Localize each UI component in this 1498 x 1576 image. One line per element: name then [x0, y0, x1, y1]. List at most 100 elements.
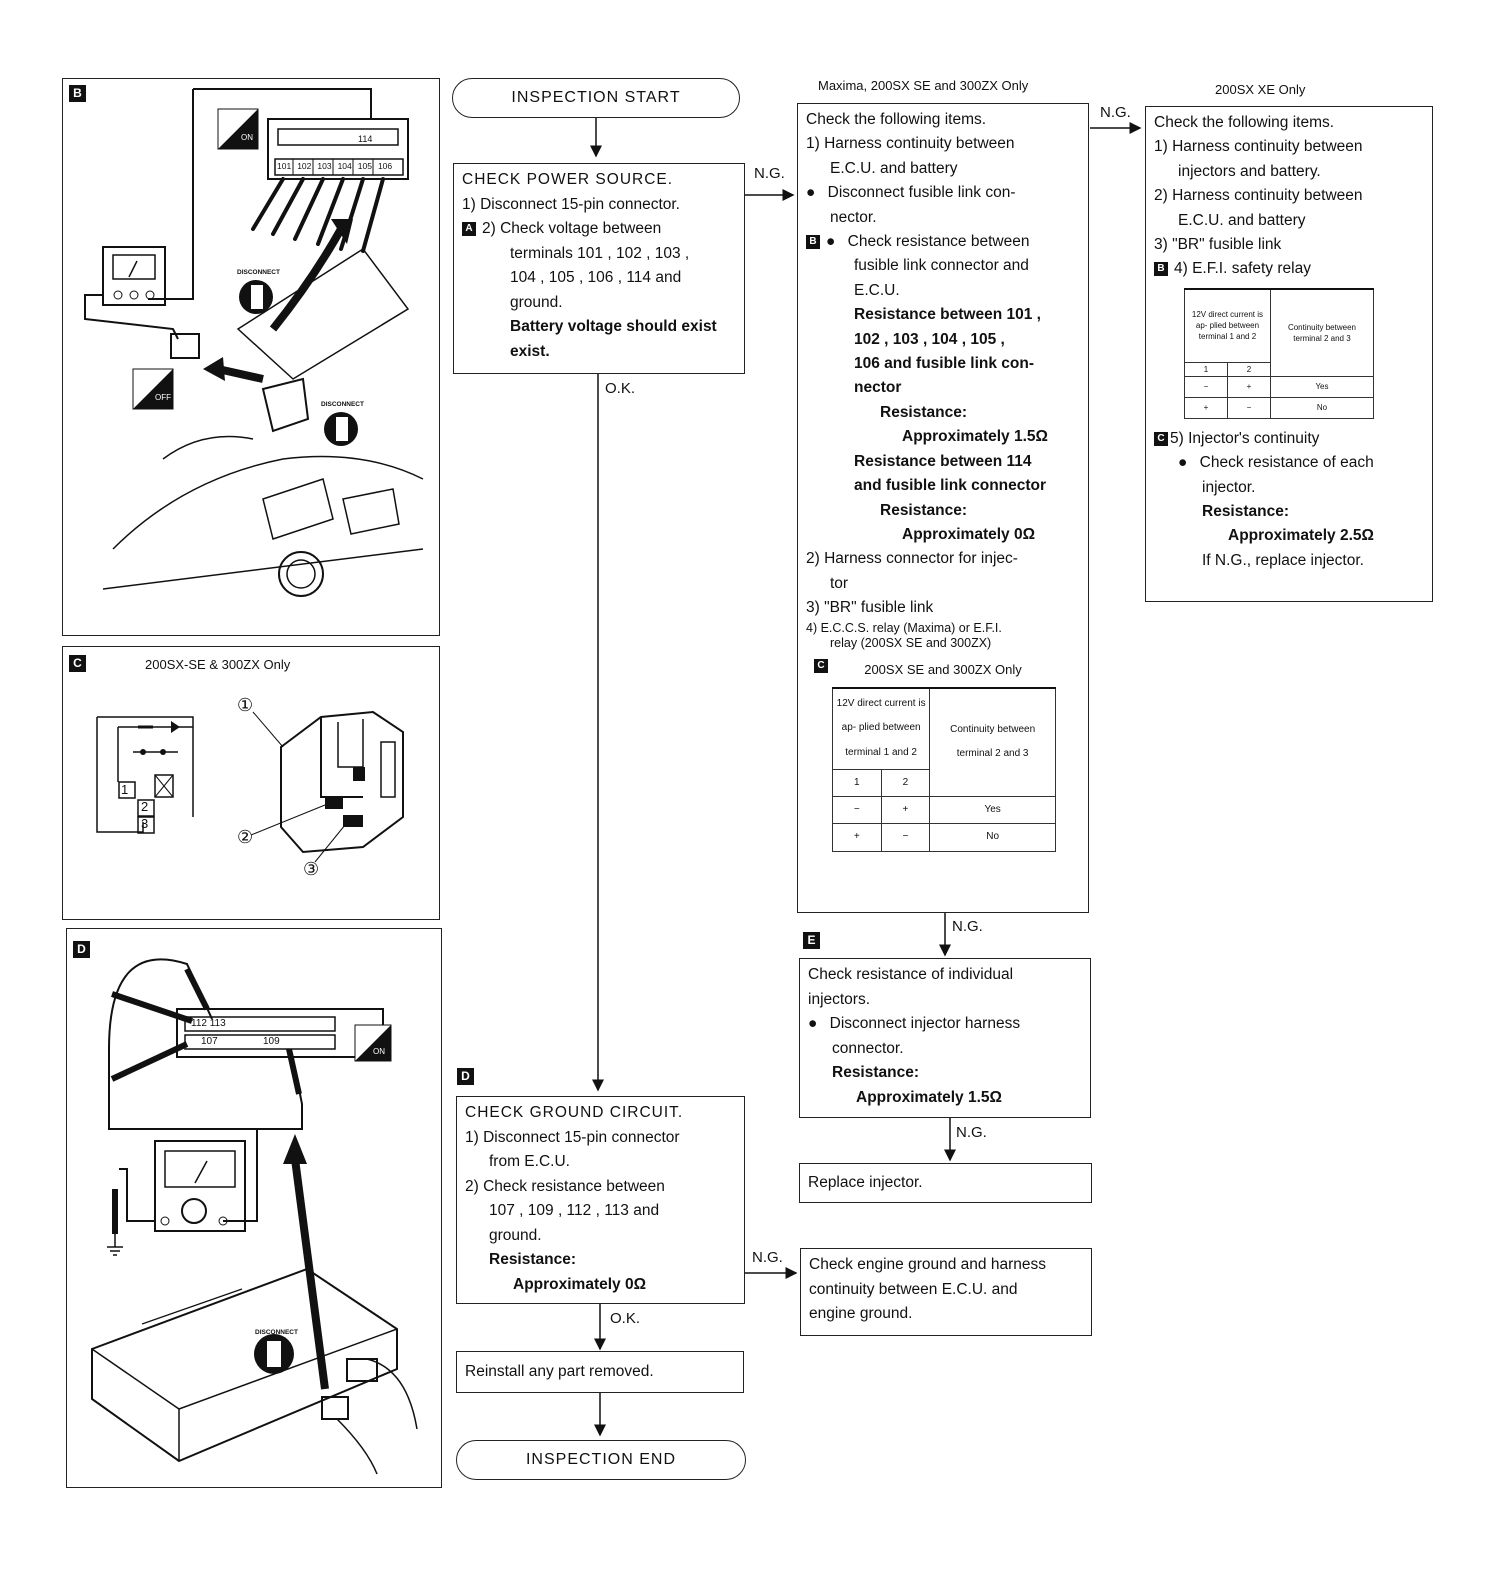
- maxima-l13: Resistance:: [880, 403, 968, 421]
- maxima-l8: E.C.U.: [854, 281, 900, 299]
- xe-relay-table: 12V direct current is ap- plied between …: [1184, 287, 1375, 419]
- xe-ref-tag-b: B: [1154, 262, 1168, 277]
- xe-l9: ● Check resistance of each: [1178, 454, 1374, 472]
- ignition-on-label-d: ON: [373, 1047, 385, 1056]
- maxima-relay-table: 12V direct current is ap- plied between …: [831, 686, 1056, 852]
- ng-label-power: N.G.: [754, 165, 785, 182]
- xe-header: 200SX XE Only: [1215, 82, 1306, 97]
- maxima-l17: Resistance:: [880, 501, 968, 519]
- maxima-l7: fusible link connector and: [854, 257, 1029, 275]
- ground-check-illustration: [91, 958, 418, 1475]
- check-ground-circuit-box: CHECK GROUND CIRCUIT. 1) Disconnect 15-p…: [456, 1096, 745, 1304]
- maxima-r2-b: −: [880, 823, 931, 852]
- ng-label-maxima: N.G.: [1100, 104, 1131, 121]
- inj-l5: Resistance:: [832, 1064, 920, 1081]
- maxima-table-c2: 2: [880, 768, 931, 797]
- xe-l5: E.C.U. and battery: [1178, 211, 1306, 229]
- ground-step-1: 1) Disconnect 15-pin connector: [465, 1128, 680, 1146]
- maxima-check-box: Check the following items. 1) Harness co…: [797, 103, 1089, 913]
- terminal-label-112-113: 112 113: [191, 1018, 226, 1029]
- power-step-2-text: 2) Check voltage between: [482, 220, 662, 237]
- inj-l4: connector.: [832, 1039, 904, 1057]
- inj-l1: Check resistance of individual: [808, 966, 1014, 983]
- ground-ground: ground.: [489, 1226, 542, 1244]
- xe-table-h2: Continuity between terminal 2 and 3: [1269, 288, 1375, 377]
- maxima-l20: tor: [830, 574, 849, 592]
- ng-label-injectors: N.G.: [956, 1124, 987, 1141]
- maxima-l15: Resistance between 114: [854, 452, 1032, 470]
- ground-title: CHECK GROUND CIRCUIT.: [465, 1104, 684, 1121]
- power-ground: ground.: [510, 293, 563, 311]
- maxima-r1-c: Yes: [929, 795, 1056, 825]
- xe-l2: 1) Harness continuity between: [1154, 138, 1363, 156]
- terminal-104: 104: [337, 161, 352, 171]
- relay-diagram: [96, 710, 404, 863]
- maxima-header: Maxima, 200SX SE and 300ZX Only: [818, 78, 1029, 93]
- maxima-table-c1: 1: [832, 768, 882, 797]
- ref-tag-c: C: [814, 658, 828, 673]
- ground-resistance-label: Resistance:: [489, 1251, 577, 1268]
- xe-l12: Approximately 2.5Ω: [1228, 527, 1374, 545]
- xe-l3: injectors and battery.: [1178, 162, 1321, 180]
- maxima-r1-b: +: [880, 795, 931, 825]
- power-step-1: 1) Disconnect 15-pin connector.: [462, 195, 680, 213]
- injectors-tag-e: E: [803, 932, 820, 949]
- engine-ground-l2: continuity between E.C.U. and: [809, 1280, 1018, 1298]
- xe-l13: If N.G., replace injector.: [1202, 551, 1364, 569]
- maxima-l19: 2) Harness connector for injec-: [806, 550, 1018, 568]
- maxima-l5: nector.: [830, 208, 877, 226]
- xe-check-box: Check the following items. 1) Harness co…: [1145, 106, 1433, 602]
- injector-resistance-box: Check resistance of individual injectors…: [799, 958, 1091, 1118]
- xe-table-c2: 2: [1226, 361, 1271, 377]
- terminal-101: 101: [277, 161, 292, 171]
- inspection-start: INSPECTION START: [452, 78, 740, 118]
- xe-l9-text: Check resistance of each: [1199, 454, 1374, 472]
- ng-label-ground: N.G.: [752, 1249, 783, 1266]
- maxima-table-title: 200SX SE and 300ZX Only: [864, 661, 1022, 677]
- power-expected-2: exist.: [510, 342, 550, 360]
- relay-term-3: 3: [141, 816, 149, 831]
- ok-label-ground: O.K.: [610, 1310, 641, 1327]
- power-terminals-2: 104 , 105 , 106 , 114 and: [510, 269, 682, 286]
- panel-tag-c: C: [69, 655, 86, 672]
- ground-terminals: 107 , 109 , 112 , 113 and: [489, 1202, 660, 1219]
- relay-term-2: 2: [141, 799, 149, 814]
- xe-r2-b: −: [1226, 396, 1271, 419]
- power-check-illustration: [84, 88, 424, 597]
- circled-3: ③: [303, 859, 320, 879]
- terminal-107: 107: [201, 1036, 218, 1047]
- xe-l10: injector.: [1202, 478, 1256, 496]
- maxima-l4: ● Disconnect fusible link con-: [806, 184, 1016, 202]
- ref-tag-b: B: [806, 234, 820, 249]
- xe-l7: B 4) E.F.I. safety relay: [1154, 257, 1424, 281]
- terminal-109: 109: [263, 1036, 280, 1047]
- illustration-panel-d: D: [66, 928, 442, 1488]
- engine-ground-box: Check engine ground and harness continui…: [800, 1248, 1092, 1336]
- illustration-panel-c: C 200SX-SE & 300ZX Only 1 2 3 ① ② ③: [62, 646, 440, 920]
- panel-c-title: 200SX-SE & 300ZX Only: [145, 657, 291, 672]
- xe-r2-c: No: [1269, 396, 1375, 419]
- xe-r1-c: Yes: [1269, 375, 1375, 398]
- circled-1: ①: [237, 695, 254, 715]
- maxima-l3: E.C.U. and battery: [830, 159, 958, 177]
- xe-l7-text: 4) E.F.I. safety relay: [1174, 260, 1311, 278]
- maxima-l23: relay (200SX SE and 300ZX): [830, 635, 992, 650]
- inj-l6: Approximately 1.5Ω: [856, 1088, 1002, 1106]
- ground-step-2: 2) Check resistance between: [465, 1177, 665, 1195]
- maxima-l10: 102 , 103 , 104 , 105 ,: [854, 330, 1005, 348]
- maxima-l14: Approximately 1.5Ω: [902, 428, 1048, 446]
- inj-l3-text: Disconnect injector harness: [829, 1015, 1021, 1032]
- xe-l1: Check the following items.: [1154, 114, 1335, 131]
- terminal-102: 102: [297, 161, 312, 171]
- maxima-r2-c: No: [929, 823, 1056, 852]
- disconnect-label-d: DISCONNECT: [255, 1329, 298, 1336]
- circled-2: ②: [237, 827, 254, 847]
- ground-step-1b: from E.C.U.: [489, 1153, 570, 1170]
- xe-r1-a: −: [1184, 375, 1228, 398]
- maxima-l12: nector: [854, 379, 902, 397]
- panel-tag-d: D: [73, 941, 90, 958]
- xe-r1-b: +: [1226, 375, 1271, 398]
- maxima-r2-a: +: [832, 823, 882, 852]
